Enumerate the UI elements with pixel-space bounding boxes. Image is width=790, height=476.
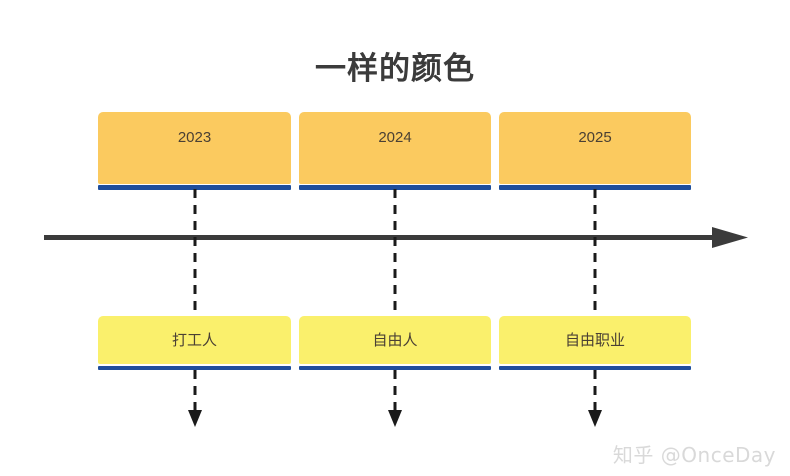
connector-dashed-lower-2024	[387, 370, 402, 428]
year-card-underline-2025	[499, 185, 691, 190]
year-card-underline-2024	[299, 185, 491, 190]
connector-dashed-lower-2023	[187, 370, 202, 428]
connector-dashed-lower-2025	[587, 370, 602, 428]
status-label: 打工人	[171, 330, 217, 349]
timeline-year-card-2025[interactable]: 2025	[499, 112, 691, 184]
arrowhead-down-icon	[188, 410, 202, 427]
timeline-status-card-2025[interactable]: 自由职业	[499, 316, 691, 364]
status-card-underline-2023	[98, 366, 291, 370]
timeline-arrow-icon	[44, 227, 748, 248]
page-title: 一样的颜色	[315, 51, 475, 87]
timeline-year-card-2024[interactable]: 2024	[299, 112, 491, 184]
year-label: 2025	[578, 128, 612, 146]
arrowhead-down-icon	[388, 410, 402, 427]
year-label: 2023	[177, 128, 212, 146]
timeline-status-card-2024[interactable]: 自由人	[299, 316, 491, 364]
watermark: 知乎 @OnceDay	[612, 443, 776, 467]
status-label: 自由人	[372, 330, 418, 349]
arrowhead-down-icon	[588, 410, 602, 427]
connector-dashed-upper-2025	[588, 189, 602, 317]
status-card-underline-2024	[299, 366, 491, 370]
connector-dashed-upper-2024	[388, 189, 402, 317]
year-label: 2024	[378, 128, 412, 146]
status-card-underline-2025	[499, 366, 691, 370]
timeline-year-card-2023[interactable]: 2023	[98, 112, 291, 184]
timeline-axis	[44, 224, 748, 252]
year-card-underline-2023	[98, 185, 291, 190]
connector-dashed-upper-2023	[188, 189, 202, 317]
status-label: 自由职业	[564, 330, 625, 349]
timeline-status-card-2023[interactable]: 打工人	[98, 316, 291, 364]
